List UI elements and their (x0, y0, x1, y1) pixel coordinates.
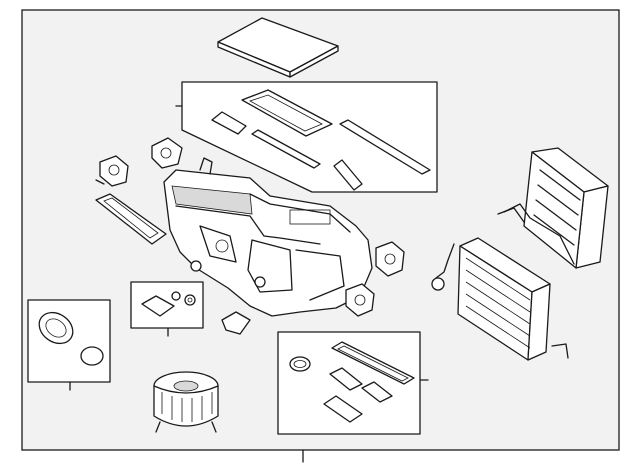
door-seal-frame-long (331, 341, 415, 385)
blower-resistor (221, 311, 251, 335)
door-seal-pad-c (323, 395, 363, 423)
door-seal-pad-a (329, 367, 363, 391)
seal-strip-long (339, 119, 431, 175)
recirc-gasket (38, 311, 74, 345)
seal-pad-small (211, 111, 247, 135)
recirc-disc (80, 346, 104, 366)
door-seal-group (277, 331, 429, 435)
blower-motor (153, 371, 219, 433)
recirc-seal-group (27, 299, 111, 391)
seal-strip-mid (251, 129, 321, 169)
actuator-upper-center (151, 137, 183, 169)
seal-pad-narrow (333, 159, 363, 191)
heater-core (497, 147, 609, 269)
actuator-upper-left (95, 155, 129, 187)
seal-kit-group (175, 81, 438, 193)
actuator-right-lower (345, 283, 375, 317)
duct-seal-left (95, 193, 167, 245)
seal-frame-large (241, 89, 333, 137)
evaporator-core (431, 237, 569, 361)
resistor-group (130, 281, 204, 337)
cabin-filter (217, 17, 339, 78)
door-seal-pad-b (361, 381, 393, 403)
actuator-right-upper (375, 241, 405, 277)
door-seal-ring (289, 356, 311, 372)
